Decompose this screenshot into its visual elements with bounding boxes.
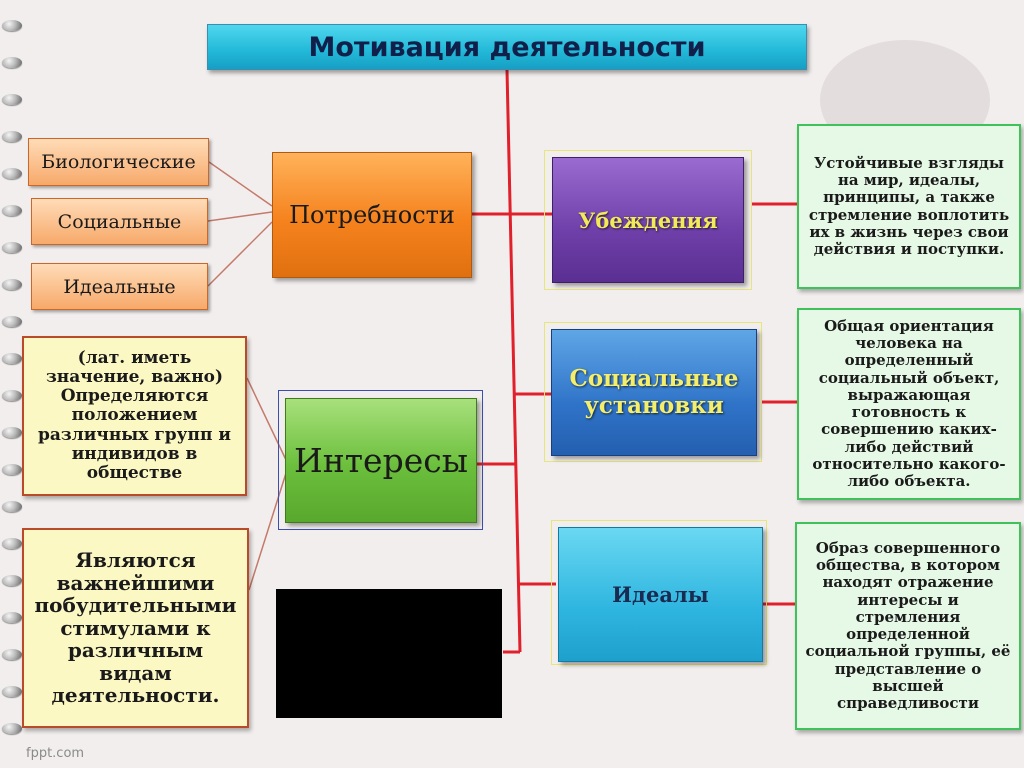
spiral-ring (2, 94, 22, 105)
spiral-ring (2, 723, 22, 734)
spiral-ring (2, 205, 22, 216)
interests-frame (278, 390, 483, 530)
notebook-spiral-binding (0, 0, 26, 768)
spiral-ring (2, 57, 22, 68)
social-attitudes-box: Социальные установки (551, 329, 757, 456)
need-type-ideal: Идеальные (31, 263, 208, 310)
spiral-ring (2, 575, 22, 586)
spiral-ring (2, 538, 22, 549)
spiral-ring (2, 390, 22, 401)
spiral-ring (2, 353, 22, 364)
need-type-social: Социальные (31, 198, 208, 245)
watermark: fppt.com (26, 746, 85, 761)
trunk-line (505, 69, 522, 653)
diagram-title: Мотивация деятельности (207, 24, 807, 70)
social-to-needs-line (207, 211, 273, 222)
spiral-ring (2, 612, 22, 623)
spiral-ring (2, 316, 22, 327)
interests-role-note: Являются важнейшими побудительными стиму… (22, 528, 249, 728)
spiral-ring (2, 168, 22, 179)
ideals-box: Идеалы (558, 527, 763, 662)
spiral-ring (2, 20, 22, 31)
spiral-ring (2, 131, 22, 142)
interests-box: Интересы (285, 398, 477, 523)
spiral-ring (2, 427, 22, 438)
ideal-to-needs-line (207, 221, 273, 287)
spiral-ring (2, 501, 22, 512)
spiral-ring (2, 279, 22, 290)
beliefs-box: Убеждения (552, 157, 744, 283)
spiral-ring (2, 649, 22, 660)
social-attitudes-description-note: Общая ориентация человека на определенны… (797, 308, 1021, 500)
bio-to-needs-line (208, 161, 273, 207)
needs-box: Потребности (272, 152, 472, 278)
need-type-biological: Биологические (28, 138, 209, 186)
beliefs-description-note: Устойчивые взгляды на мир, идеалы, принц… (797, 124, 1021, 289)
role-to-interests-line (248, 469, 288, 591)
blank-box (276, 589, 502, 718)
red-connector-group (472, 69, 798, 654)
brown-connector-group (207, 161, 288, 591)
spiral-ring (2, 686, 22, 697)
spiral-ring (2, 464, 22, 475)
ideals-description-note: Образ совершенного общества, в котором н… (795, 522, 1021, 730)
ideals-frame (551, 520, 767, 665)
definition-to-interests-line (246, 377, 288, 463)
social-attitudes-frame (544, 322, 762, 462)
spiral-ring (2, 242, 22, 253)
beliefs-frame (544, 150, 752, 290)
interests-definition-note: (лат. иметь значение, важно) Определяютс… (22, 336, 247, 496)
